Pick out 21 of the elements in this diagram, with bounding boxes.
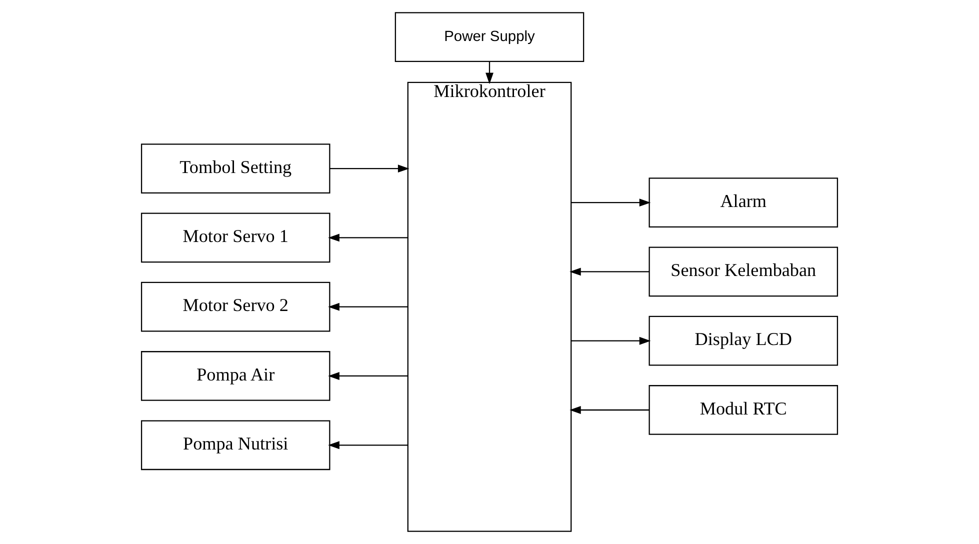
arrow [328, 372, 408, 380]
node-box: Tombol Setting [140, 144, 330, 194]
arrow [330, 164, 410, 173]
node-box: Modul RTC [648, 385, 838, 435]
arrow [328, 441, 408, 450]
arrow [571, 198, 651, 207]
node-box: Alarm [648, 178, 838, 228]
node-box: Motor Servo 2 [140, 282, 330, 332]
arrow [571, 336, 651, 345]
arrow [570, 406, 649, 414]
node-box: Mikrokontroler [407, 82, 572, 532]
node-box: Pompa Air [140, 351, 330, 401]
arrow [486, 62, 494, 84]
node-box: Pompa Nutrisi [140, 420, 330, 470]
node-box: Display LCD [648, 316, 838, 366]
arrow [570, 268, 649, 276]
arrow [328, 302, 408, 311]
node-box: Sensor Kelembaban [648, 246, 838, 297]
node-box: Motor Servo 1 [140, 212, 330, 263]
arrow [328, 234, 408, 242]
node-box: Power Supply [394, 12, 584, 62]
